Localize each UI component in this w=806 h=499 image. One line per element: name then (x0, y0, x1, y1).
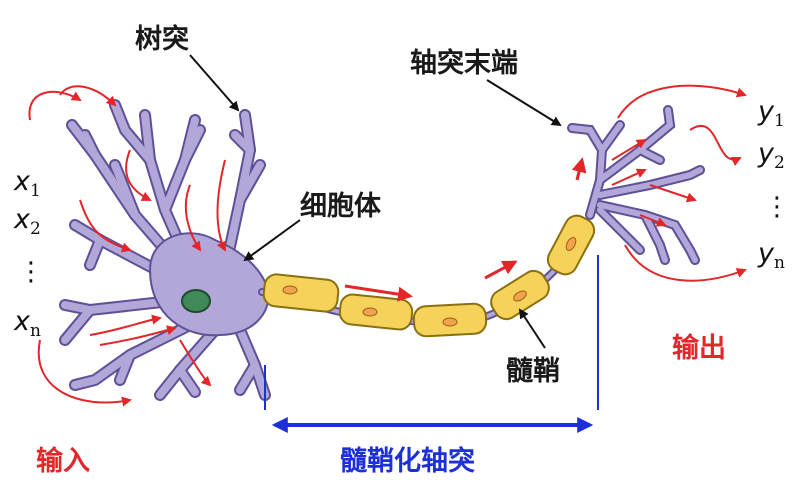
output-variables: y1 y2 ⋮ yn (757, 96, 790, 273)
myelin-segment (490, 269, 550, 321)
myelin-segment (412, 302, 488, 338)
schwann-nucleus (282, 285, 298, 295)
soma (148, 232, 270, 337)
myelin-label: 髓鞘 (506, 356, 560, 387)
schwann-nucleus (442, 317, 458, 327)
output-signal-arrows (611, 84, 747, 282)
axon-signal-arrows (344, 157, 587, 302)
schwann-nucleus (513, 290, 527, 302)
input-x1: x1 (13, 166, 41, 201)
schwann-nucleus (362, 307, 378, 317)
output-ellipsis: ⋮ (764, 192, 790, 222)
input-xn: xn (13, 306, 41, 341)
nucleus (181, 289, 211, 313)
label-pointers (189, 54, 562, 349)
dendrite-label: 树突 (135, 23, 189, 55)
myelinated-axon-label: 髓鞘化轴突 (340, 445, 475, 477)
output-yn: yn (757, 238, 785, 273)
input-x2: x2 (13, 204, 41, 239)
axon-span (264, 255, 599, 433)
soma-label: 细胞体 (300, 190, 382, 222)
input-label: 输入 (36, 445, 90, 477)
myelin-segment (262, 273, 340, 313)
myelin-segment (546, 214, 596, 276)
schwann-nucleus (565, 237, 577, 251)
axon-terminals (567, 105, 705, 265)
output-y2: y2 (757, 138, 785, 173)
output-label: 输出 (672, 332, 726, 364)
input-signal-arrows (28, 85, 226, 407)
myelin-segment (338, 293, 414, 331)
input-variables: x1 x2 ⋮ xn (13, 166, 44, 341)
input-ellipsis: ⋮ (18, 257, 44, 287)
myelin-sheaths (262, 214, 596, 338)
output-y1: y1 (757, 96, 785, 131)
axon-terminal-label: 轴突末端 (410, 47, 518, 79)
